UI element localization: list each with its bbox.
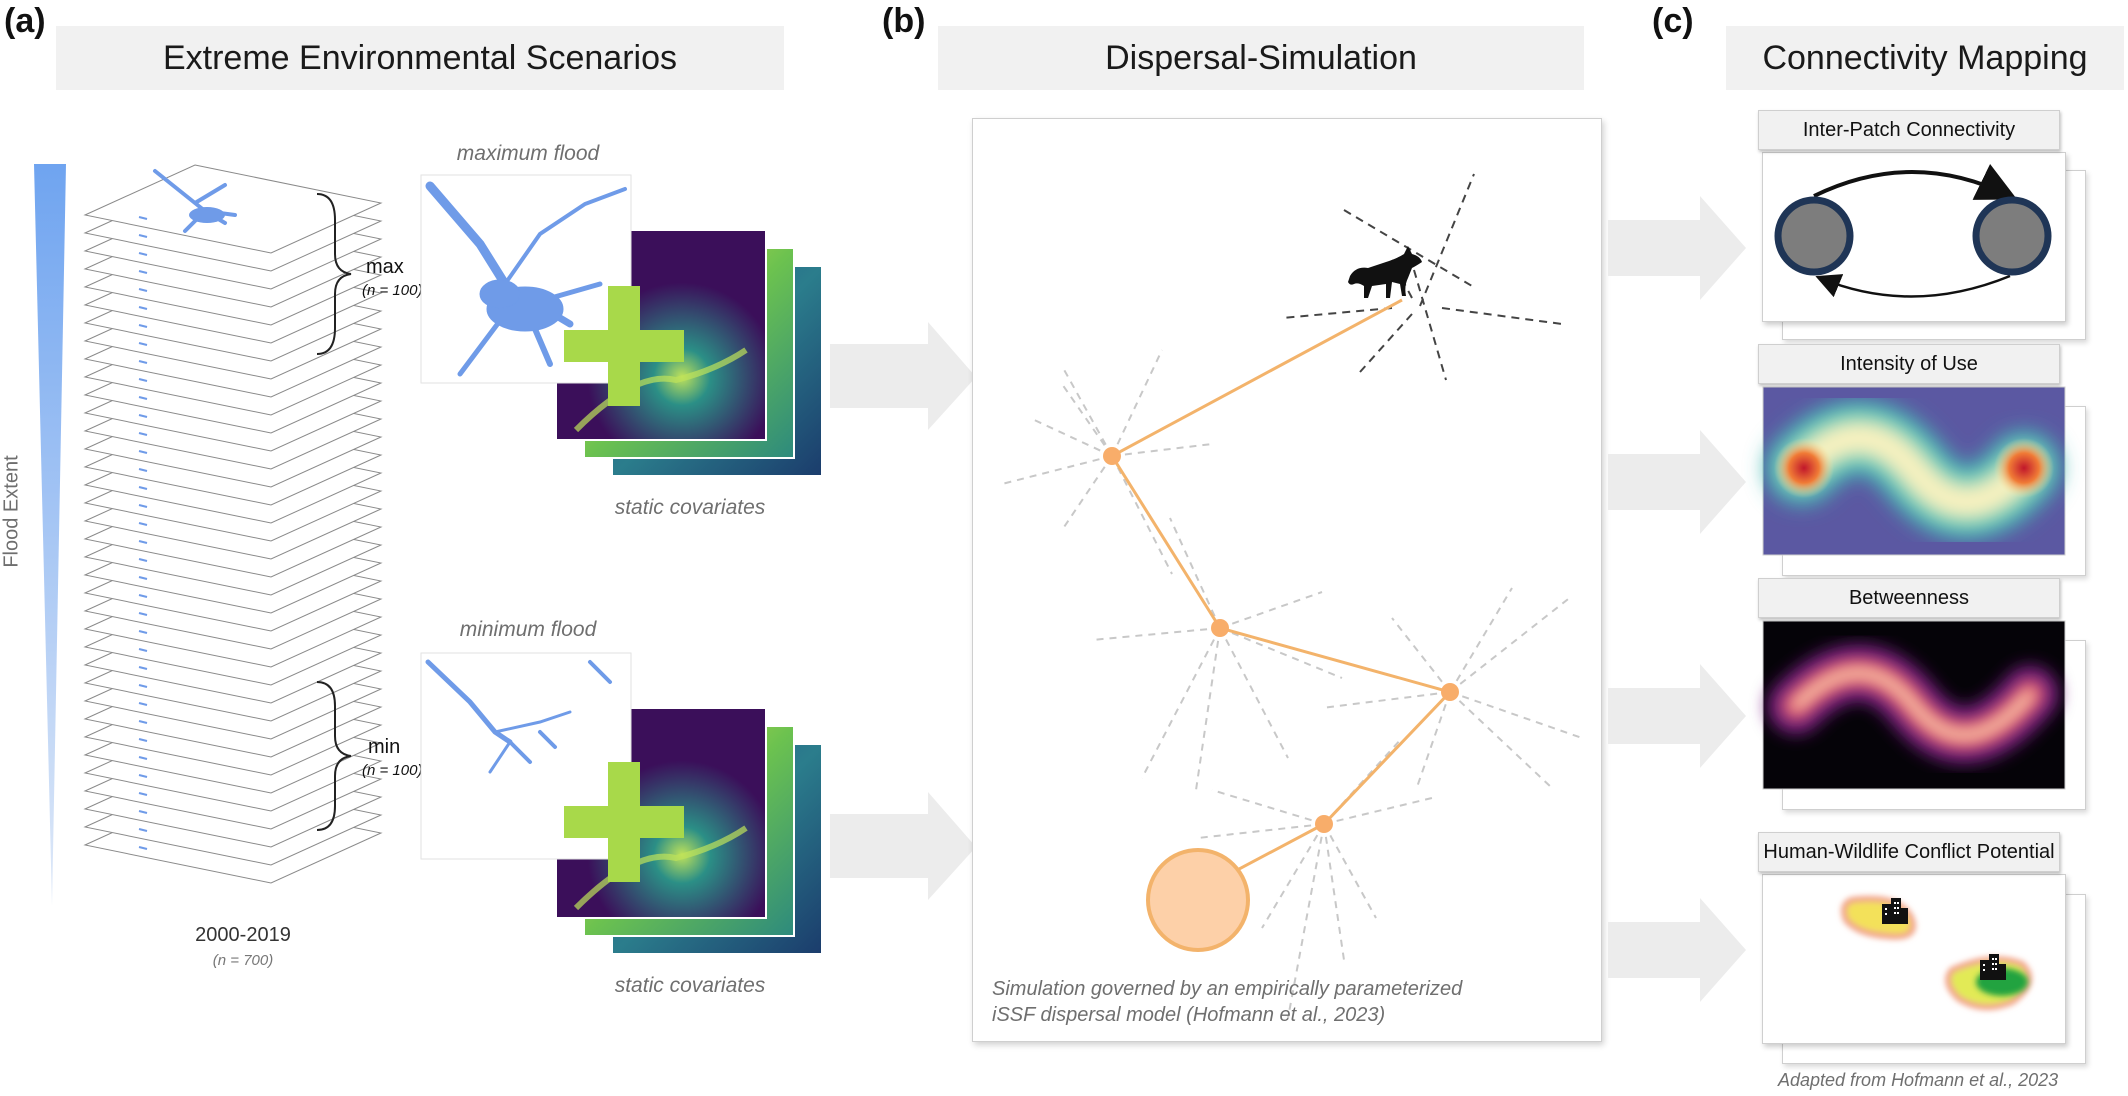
credit-note: Adapted from Hofmann et al., 2023 — [1778, 1070, 2059, 1090]
arrow-b-to-c-2 — [1608, 430, 1746, 534]
panel-label-b: (b) — [882, 2, 926, 40]
arrow-b-to-c-3 — [1608, 664, 1746, 768]
betweenness-heatmap — [1762, 620, 2066, 790]
simulation-caption-line1: Simulation governed by an empirically pa… — [992, 978, 1463, 1000]
arrow-b-to-c-4 — [1608, 898, 1746, 1002]
year-layer — [83, 164, 383, 254]
plus-icon-max — [564, 286, 684, 406]
wolf-silhouette-icon — [1348, 246, 1422, 298]
stack-years-label: 2000-2019 — [195, 924, 291, 946]
inter-patch-connectivity-graphic — [1774, 163, 2052, 298]
year-layer-stack — [83, 164, 383, 884]
flood-extent-wedge — [34, 164, 66, 906]
min-brace — [316, 681, 352, 831]
intensity-of-use-heatmap — [1762, 386, 2066, 556]
maximum-flood-label: maximum flood — [456, 142, 600, 165]
dispersal-path-diagram — [1001, 173, 1583, 1019]
card-title-betweenness: Betweenness — [1758, 578, 2060, 618]
min-label: min — [368, 736, 401, 758]
panel-label-c: (c) — [1652, 2, 1694, 40]
minimum-flood-map — [420, 652, 632, 860]
minimum-flood-label: minimum flood — [459, 618, 597, 641]
static-covariates-label-bottom: static covariates — [614, 974, 766, 997]
panel-label-a: (a) — [4, 2, 46, 40]
card-title-conflict: Human-Wildlife Conflict Potential — [1758, 832, 2060, 872]
max-count-label: (n = 100) — [362, 282, 423, 299]
conflict-potential-map — [1841, 895, 2033, 1011]
card-title-intensity: Intensity of Use — [1758, 344, 2060, 384]
maximum-flood-map — [420, 174, 632, 384]
card-title-inter-patch: Inter-Patch Connectivity — [1758, 110, 2060, 150]
max-brace — [316, 193, 352, 355]
panel-title-b: Dispersal-Simulation — [938, 26, 1584, 90]
flood-extent-axis-label: Flood Extent — [0, 455, 23, 568]
top-layer-flood-shape — [153, 169, 237, 233]
stack-count-label: (n = 700) — [212, 952, 274, 969]
panel-title-a: Extreme Environmental Scenarios — [56, 26, 784, 90]
panel-title-c: Connectivity Mapping — [1726, 26, 2124, 90]
arrow-b-to-c-1 — [1608, 196, 1746, 300]
max-label: max — [366, 256, 404, 278]
building-icon — [1882, 898, 1908, 924]
min-count-label: (n = 100) — [362, 762, 423, 779]
arrow-a-to-b-top — [830, 322, 976, 430]
simulation-caption-line2: iSSF dispersal model (Hofmann et al., 20… — [992, 1004, 1386, 1026]
plus-icon-min — [564, 762, 684, 882]
building-icon — [1980, 954, 2006, 980]
top-layer-flood-blob — [189, 207, 225, 223]
static-covariates-label-top: static covariates — [614, 496, 766, 519]
arrow-a-to-b-bottom — [830, 792, 976, 900]
simulation-canvas — [972, 118, 1602, 1042]
